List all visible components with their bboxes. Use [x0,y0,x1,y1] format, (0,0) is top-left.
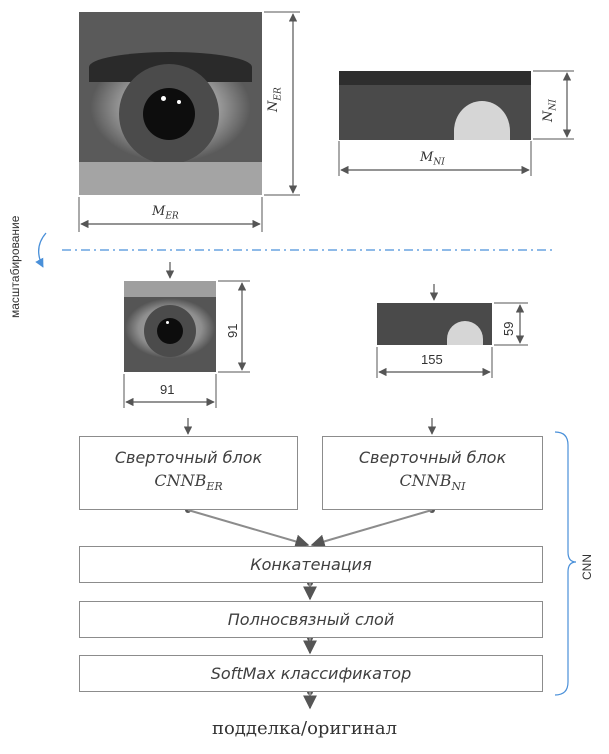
ni-height-dimension [533,70,574,140]
er-width-label: MER [152,204,179,222]
scaled-nose-image [377,303,492,345]
scaled-er-width-label: 91 [160,382,175,397]
er-height-dimension [264,11,300,196]
output-label: подделка/оригинал [211,718,398,739]
conv-block-ni-name: CNNBNI [399,470,466,494]
ni-width-dimension [338,141,532,176]
ni-height-label: NNI [541,99,559,122]
conv-block-er-title: Сверточный блок [114,447,263,467]
scaling-arrow [35,232,47,268]
cnn-bracket [554,431,577,696]
scaled-ni-height-label: 59 [501,321,516,336]
scaled-eye-image [124,281,216,372]
eye-region-image [79,12,262,195]
scaling-label: масштабирование [8,215,22,318]
scaled-er-height-label: 91 [225,323,240,338]
er-width-dimension [78,197,263,232]
scaled-ni-width-label: 155 [421,352,443,367]
er-height-label: NER [266,87,284,112]
cnn-label: CNN [580,554,594,580]
ni-width-label: MNI [420,150,445,168]
conv-block-ni: Сверточный блок CNNBNI [322,436,543,510]
fully-connected-block: Полносвязный слой [79,601,543,638]
softmax-block: SoftMax классификатор [79,655,543,692]
conv-block-ni-title: Сверточный блок [358,447,507,467]
nose-region-image [339,71,531,140]
conv-block-er: Сверточный блок CNNBER [79,436,298,510]
conv-block-er-name: CNNBER [154,470,223,494]
concatenation-block: Конкатенация [79,546,543,583]
